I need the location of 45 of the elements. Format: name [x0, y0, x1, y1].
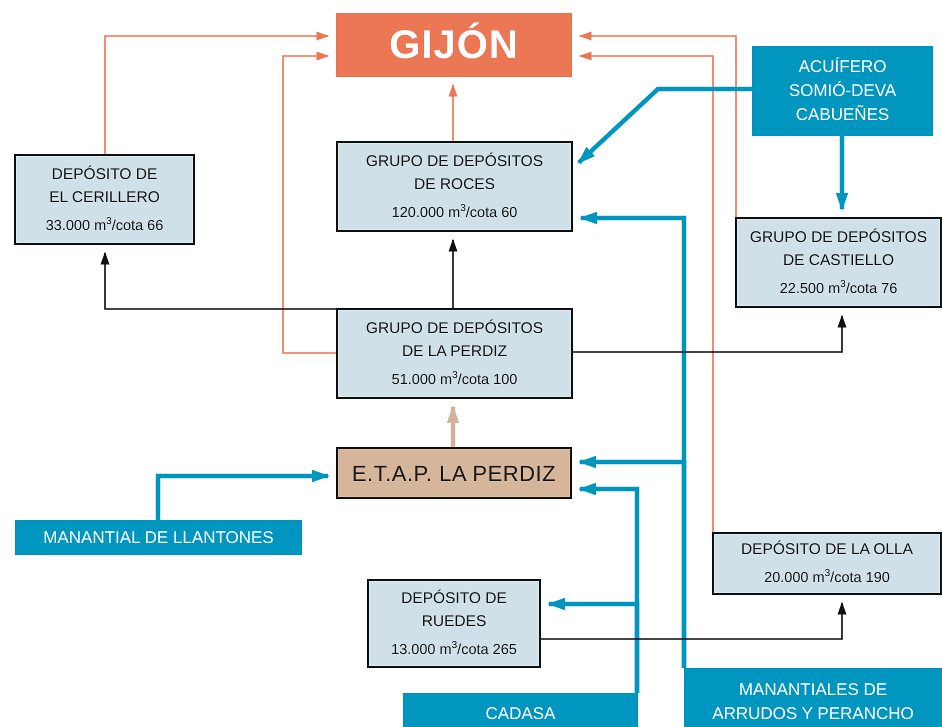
reservoir-box: [336, 308, 573, 399]
node-label: DEPÓSITO DE RUEDES: [400, 588, 508, 632]
arrow: [836, 136, 848, 211]
reservoir-box: [367, 579, 541, 668]
capacity-label: 13.000 m$^{3}$/cota 265: [391, 638, 517, 660]
node-label: MANANTIALES DE ARRUDOS Y PERANCHO: [711, 679, 915, 725]
reservoir-box: [735, 217, 942, 308]
arrow: [104, 31, 330, 154]
capacity-label: 22.500 m$^{3}$/cota 76: [780, 278, 898, 298]
node-label: MANANTIAL DE LLANTONES: [43, 526, 274, 548]
reservoir-box: [14, 154, 195, 245]
arrow: [573, 314, 847, 353]
node-label: GIJÓN: [389, 22, 519, 69]
reservoir-box: [712, 532, 942, 595]
arrow: [448, 238, 458, 308]
capacity-label: 120.000 m$^{3}$/cota 60: [392, 202, 518, 222]
arrow: [578, 456, 686, 668]
node-label: GRUPO DE DEPÓSITOS DE ROCES: [364, 152, 544, 195]
node-label: CADASA: [486, 703, 556, 725]
node-label: ACUÍFERO SOMIÓ-DEVA CABUEÑES: [788, 56, 898, 126]
arrow: [100, 252, 336, 310]
arrow: [282, 51, 336, 354]
capacity-label: 51.000 m$^{3}$/cota 100: [392, 368, 518, 390]
reservoir-box: [336, 141, 573, 232]
water-source-box: [684, 668, 942, 727]
treatment-plant-box: [336, 447, 572, 499]
arrow: [578, 51, 714, 532]
node-label: GRUPO DE DEPÓSITOS DE CASTIELLO: [748, 228, 928, 271]
city-box: [336, 13, 572, 77]
arrow: [547, 598, 640, 693]
water-source-box: [15, 520, 302, 555]
arrow: [577, 86, 752, 164]
node-label: GRUPO DE DEPÓSITOS DE LA PERDIZ: [364, 318, 544, 362]
water-source-box: [403, 693, 638, 727]
arrow: [541, 602, 847, 640]
node-label: E.T.A.P. LA PERDIZ: [352, 462, 556, 484]
arrow: [156, 470, 330, 520]
node-label: DEPÓSITO DE LA OLLA: [740, 540, 913, 560]
node-label: DEPÓSITO DE EL CERILLERO: [48, 164, 161, 208]
arrow: [578, 31, 737, 217]
capacity-label: 20.000 m$^{3}$/cota 190: [764, 567, 890, 588]
arrow: [448, 84, 458, 141]
arrow: [446, 405, 460, 447]
water-source-box: [752, 46, 933, 136]
capacity-label: 33.000 m$^{3}$/cota 66: [46, 214, 164, 236]
